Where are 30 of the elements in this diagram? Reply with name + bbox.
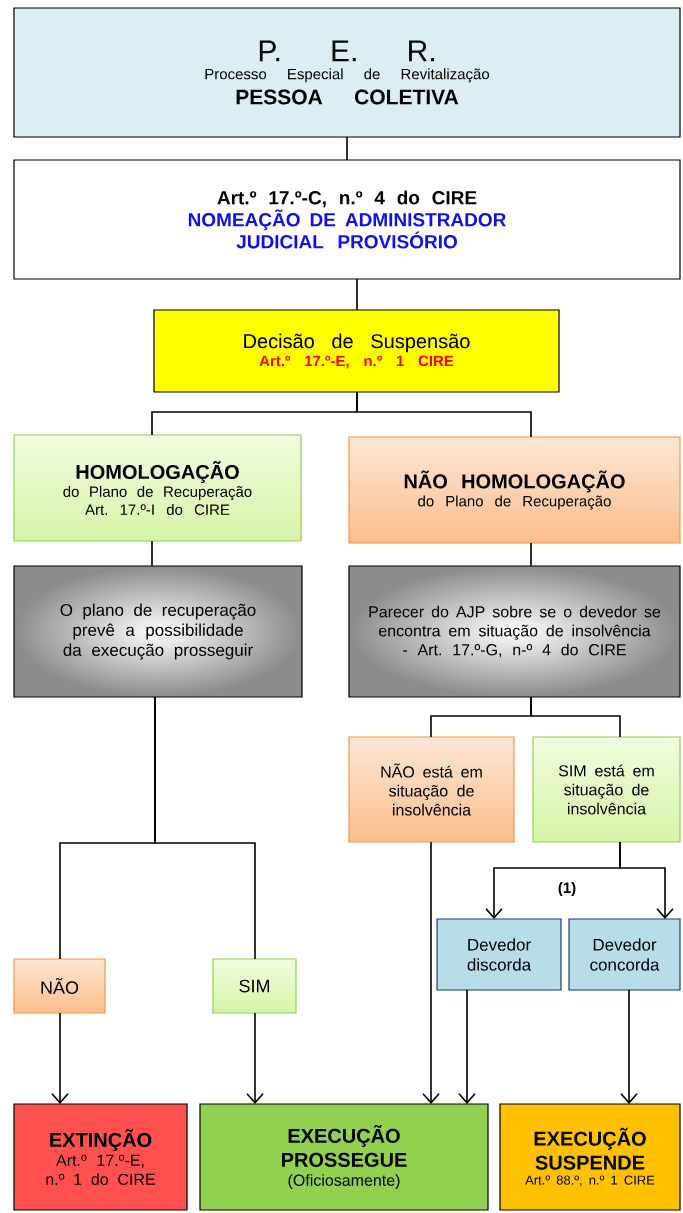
callout-number: (1) [558, 882, 576, 896]
result-box: EXECUÇÃO PROSSEGUE (Oficiosamente) [199, 1103, 489, 1211]
connector [151, 540, 153, 567]
connector [154, 696, 256, 960]
decision-box: NÃO [13, 958, 106, 1014]
connector [356, 391, 532, 438]
decision-box: Devedor discorda [436, 918, 562, 991]
outcome-box: HOMOLOGAÇÃO do Plano de Recuperação Art. 17.º-I do CIRE [13, 434, 302, 542]
result-box: EXTINÇÃO Art.º 17.º-E, n.º 1 do CIRE [13, 1103, 188, 1211]
process-box: Decisão de Suspensão Art.º 17.º-E, n.º 1 CIRE [153, 309, 560, 393]
process-box: Art.º 17.º-C, n.º 4 do CIRE NOMEAÇÃO DE ADMINISTRADOR JUDICIAL PROVISÓRIO [13, 159, 681, 280]
decision-box: SIM está em situação de insolvência [532, 736, 681, 843]
connector [530, 696, 621, 738]
connector [619, 841, 674, 919]
connector [620, 989, 638, 1104]
connector [51, 1012, 69, 1104]
outcome-box: NÃO HOMOLOGAÇÃO do Plano de Recuperação [348, 436, 681, 544]
decision-box: NÃO está em situação de insolvência [348, 736, 515, 843]
process-box: O plano de recuperação prevê a possibilidade da execução prosseguir [13, 565, 303, 698]
process-box: Parecer do AJP sobre se o devedor se encontra em situação de insolvência - Art. 17.º-G, n-º 4 do CIRE [348, 565, 681, 698]
connector [356, 278, 358, 311]
decision-box: SIM [212, 958, 297, 1014]
decision-box: Devedor concorda [568, 918, 681, 991]
connector [346, 136, 348, 161]
connector [422, 841, 440, 1104]
connector [246, 1012, 264, 1104]
connector [458, 989, 476, 1104]
title-box: P. E. R. Processo Especial de Revitalização PESSOA COLETIVA [13, 7, 681, 138]
result-box: EXECUÇÃO SUSPENDE Art.º 88.º, n.º 1 CIRE [499, 1103, 681, 1211]
connector [530, 542, 532, 567]
